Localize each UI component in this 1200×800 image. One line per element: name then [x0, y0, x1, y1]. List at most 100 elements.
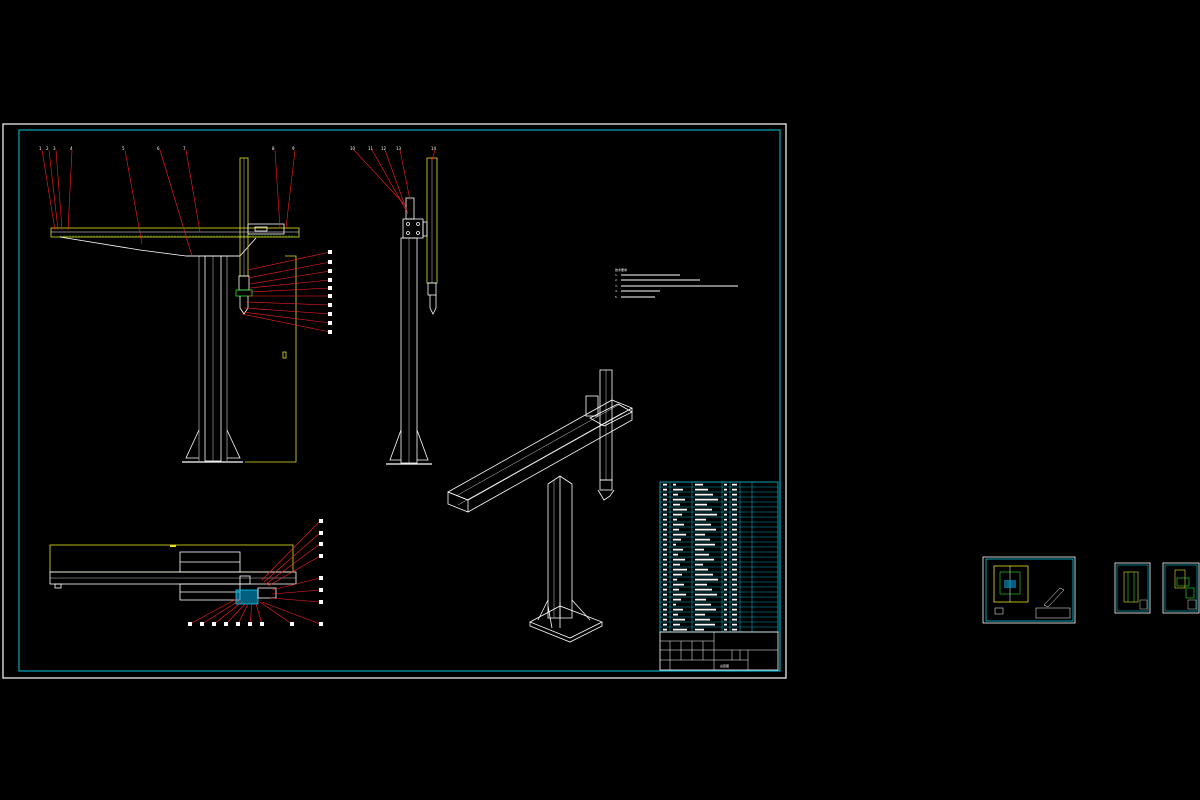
bom-cell-text	[695, 563, 703, 566]
bom-cell-text	[724, 533, 727, 536]
bom-cell-text	[663, 608, 667, 611]
bom-cell-text	[724, 608, 727, 611]
bom-cell-text	[732, 503, 737, 506]
callout-9: 9	[292, 146, 295, 151]
callout-6: 6	[157, 146, 160, 151]
bom-cell-text	[695, 528, 716, 531]
bom-cell-text	[673, 483, 676, 486]
bom-cell-text	[732, 583, 737, 586]
callout-8: 8	[272, 146, 275, 151]
bom-cell-text	[673, 543, 676, 546]
bom-cell-text	[663, 593, 667, 596]
thumbnail-sheet-3[interactable]	[1114, 562, 1151, 614]
front-view-callouts: 1 2 3 4 5 6 7 8 9	[39, 146, 295, 151]
bom-cell-text	[732, 508, 737, 511]
bom-cell-text	[724, 628, 727, 631]
side-view	[386, 157, 438, 465]
bom-cell-text	[673, 593, 686, 596]
sheet-inner-frame	[18, 129, 781, 672]
notes-title: 技术要求	[615, 267, 627, 272]
bom-cell-text	[663, 603, 667, 606]
bom-cell-text	[732, 548, 737, 551]
bom-cell-text	[695, 618, 710, 621]
bom-cell-text	[695, 623, 715, 626]
bom-cell-text	[732, 553, 737, 556]
bom-cell-text	[724, 588, 727, 591]
bom-cell-text	[663, 523, 667, 526]
top-view-callout-markers	[188, 519, 323, 626]
thumbnail-sheet-4[interactable]	[1162, 562, 1200, 614]
bom-cell-text	[695, 593, 717, 596]
bom-cell-text	[732, 568, 737, 571]
bom-cell-text	[695, 513, 717, 516]
bom-cell-text	[724, 553, 727, 556]
bom-cell-text	[695, 583, 707, 586]
bom-cell-text	[663, 563, 667, 566]
bom-cell-text	[673, 533, 686, 536]
bom-cell-text	[695, 588, 712, 591]
bom-cell-text	[673, 548, 683, 551]
bom-cell-text	[695, 543, 715, 546]
front-view-callout-markers	[328, 250, 332, 334]
bom-cell-text	[695, 598, 706, 601]
bom-cell-text	[673, 613, 678, 616]
bom-cell-text	[732, 603, 737, 606]
title-block-name: 总装图	[720, 663, 729, 668]
bom-cell-text	[724, 488, 727, 491]
callout-2: 2	[46, 146, 49, 151]
bom-cell-text	[663, 498, 667, 501]
bom-cell-text	[673, 568, 687, 571]
bom-cell-text	[724, 498, 727, 501]
bom-cell-text	[695, 503, 707, 506]
bom-cell-text	[663, 598, 667, 601]
bom-cell-text	[695, 613, 705, 616]
bom-cell-text	[732, 628, 737, 631]
bom-cell-text	[724, 568, 727, 571]
bom-cell-text	[673, 603, 676, 606]
bom-cell-text	[724, 623, 727, 626]
bom-cell-text	[673, 513, 682, 516]
bom-cell-text	[663, 558, 667, 561]
bom-cell-text	[695, 498, 718, 501]
bom-cell-text	[663, 518, 667, 521]
isometric-view	[447, 369, 633, 643]
bom-cell-text	[732, 588, 737, 591]
note-2: 2.	[615, 278, 619, 282]
bom-cell-text	[732, 573, 737, 576]
bom-cell-text	[673, 583, 684, 586]
top-view	[49, 544, 297, 605]
callout-3: 3	[53, 146, 56, 151]
bom-cell-text	[732, 533, 737, 536]
bom-cell-text	[724, 523, 727, 526]
side-view-leaders	[353, 149, 436, 215]
bom-cell-text	[724, 603, 727, 606]
bom-cell-text	[663, 568, 667, 571]
bom-cell-text	[663, 588, 667, 591]
top-view-leaders	[189, 520, 321, 625]
bom-cell-text	[695, 568, 708, 571]
bom-cell-text	[732, 558, 737, 561]
bom-cell-text	[663, 503, 667, 506]
bom-cell-text	[663, 493, 667, 496]
side-view-callouts: 10 11 12 13 14	[350, 146, 437, 151]
bom-cell-text	[732, 623, 737, 626]
main-drawing-sheet[interactable]: 1 2 3 4 5 6 7 8 9	[2, 123, 787, 679]
bom-cell-text	[673, 528, 679, 531]
bom-cell-text	[695, 488, 708, 491]
bom-cell-text	[663, 628, 667, 631]
bom-cell-text	[695, 578, 718, 581]
bom-cell-text	[673, 588, 679, 591]
bom-cell-text	[724, 518, 727, 521]
bom-cell-text	[724, 613, 727, 616]
bom-cell-text	[724, 548, 727, 551]
bom-cell-text	[732, 523, 737, 526]
bom-cell-text	[695, 603, 711, 606]
callout-11: 11	[368, 146, 374, 151]
thumbnail-sheet-2[interactable]	[982, 556, 1076, 624]
bom-cell-text	[732, 483, 737, 486]
bom-cell-text	[673, 523, 684, 526]
callout-4: 4	[70, 146, 73, 151]
bom-cell-text	[695, 628, 704, 631]
bom-cell-text	[673, 498, 685, 501]
